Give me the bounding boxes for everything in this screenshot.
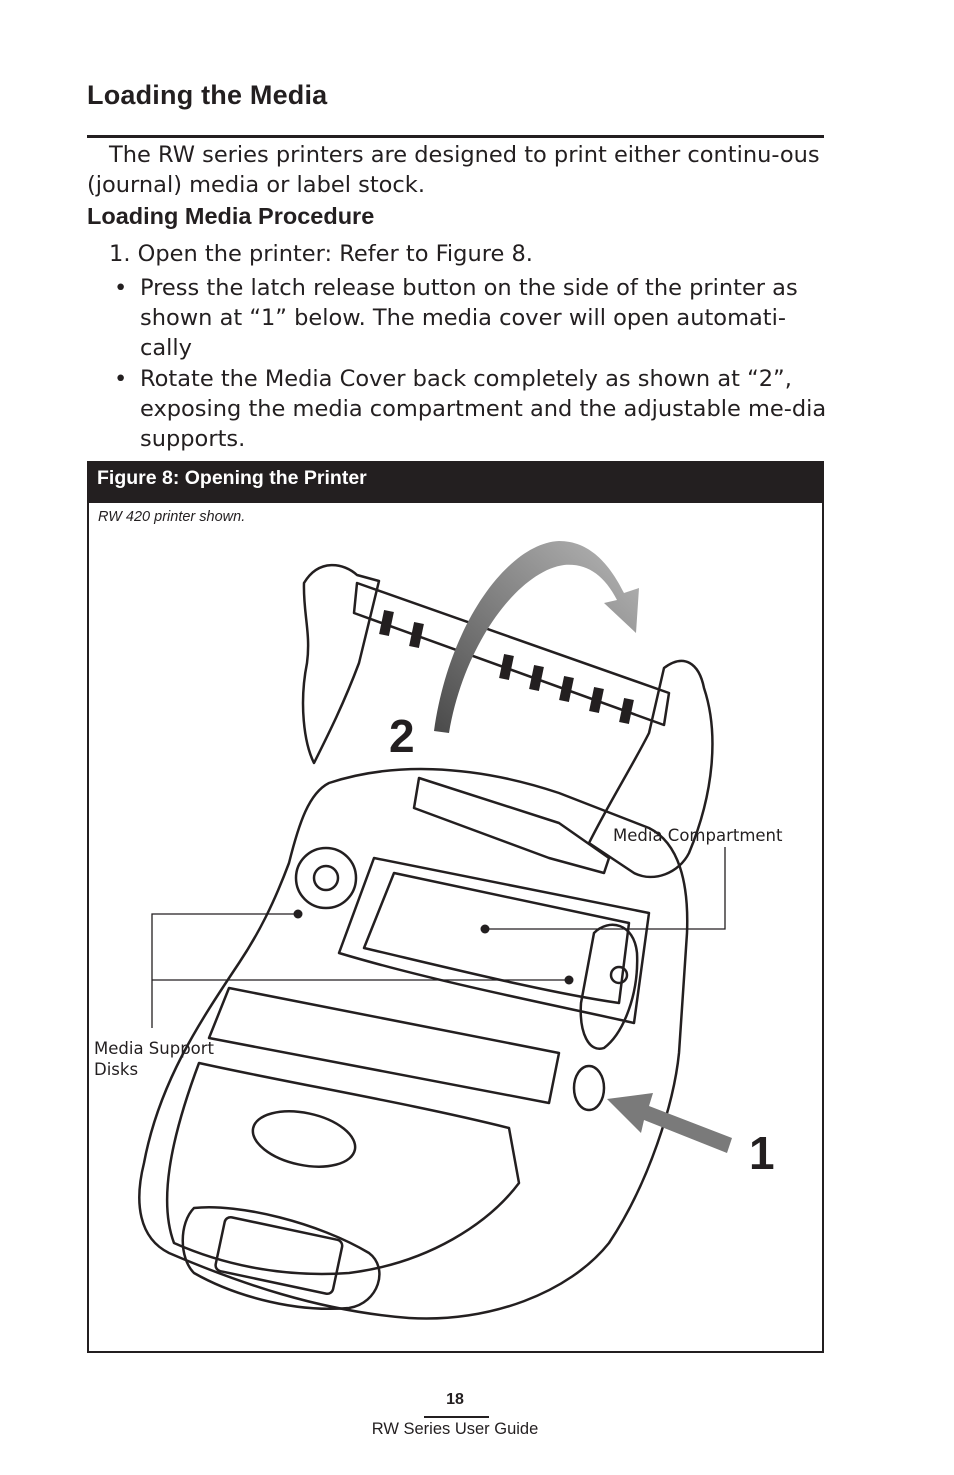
media-compartment [337,856,651,1025]
disk-leader-upper [151,913,298,1028]
callout-dot-disk-right [564,975,574,985]
footer-guide-title: RW Series User Guide [371,1420,539,1438]
printer-illustration [138,541,732,1320]
marker-1: 1 [749,1127,775,1179]
step-1: 1. Open the printer: Refer to Figure 8. [109,241,533,267]
title-rule [87,135,824,138]
logo-oval [251,1110,357,1168]
lower-shell [165,1061,521,1276]
media-support-disk-left [294,846,358,910]
bullet-text: Rotate the Media Cover back completely a… [140,366,827,452]
display-bezel [181,1206,381,1310]
rotation-arrow [434,541,639,733]
bullet-text: Press the latch release button on the si… [140,275,798,361]
bullet-dot: • [114,275,128,301]
tear-bar [412,776,611,875]
footer-rule [424,1416,489,1418]
front-platen [207,986,561,1105]
figure-8: Figure 8: Opening the Printer RW 420 pri… [87,461,824,1353]
latch-release-button [572,1064,606,1112]
printer-body [138,767,689,1320]
page-number: 18 [446,1391,464,1408]
section-title: Loading the Media [87,80,328,110]
media-support-disk-left-hub [312,864,340,892]
media-compartment-leader [485,847,726,930]
push-arrow [607,1093,732,1153]
bullet-dot: • [114,366,128,392]
media-support-disk-right [579,923,639,1050]
procedure-heading: Loading Media Procedure [87,203,375,229]
figure-note: RW 420 printer shown. [98,509,246,525]
media-cover-right [587,659,714,879]
callout-media-compartment: Media Compartment [613,826,783,845]
callout-dot-compartment [480,924,490,934]
media-compartment-inner [362,871,631,1005]
display-window [214,1215,344,1295]
intro-paragraph: The RW series printers are designed to p… [87,142,820,198]
figure-heading: Figure 8: Opening the Printer [89,463,822,503]
marker-2: 2 [389,710,415,762]
callout-media-support-disks: Media Support Disks [94,1039,215,1079]
media-support-disk-right-hub [609,965,629,985]
media-cover-platen [352,581,671,727]
media-cover-left [301,563,381,765]
callout-dot-disk-left [293,909,303,919]
